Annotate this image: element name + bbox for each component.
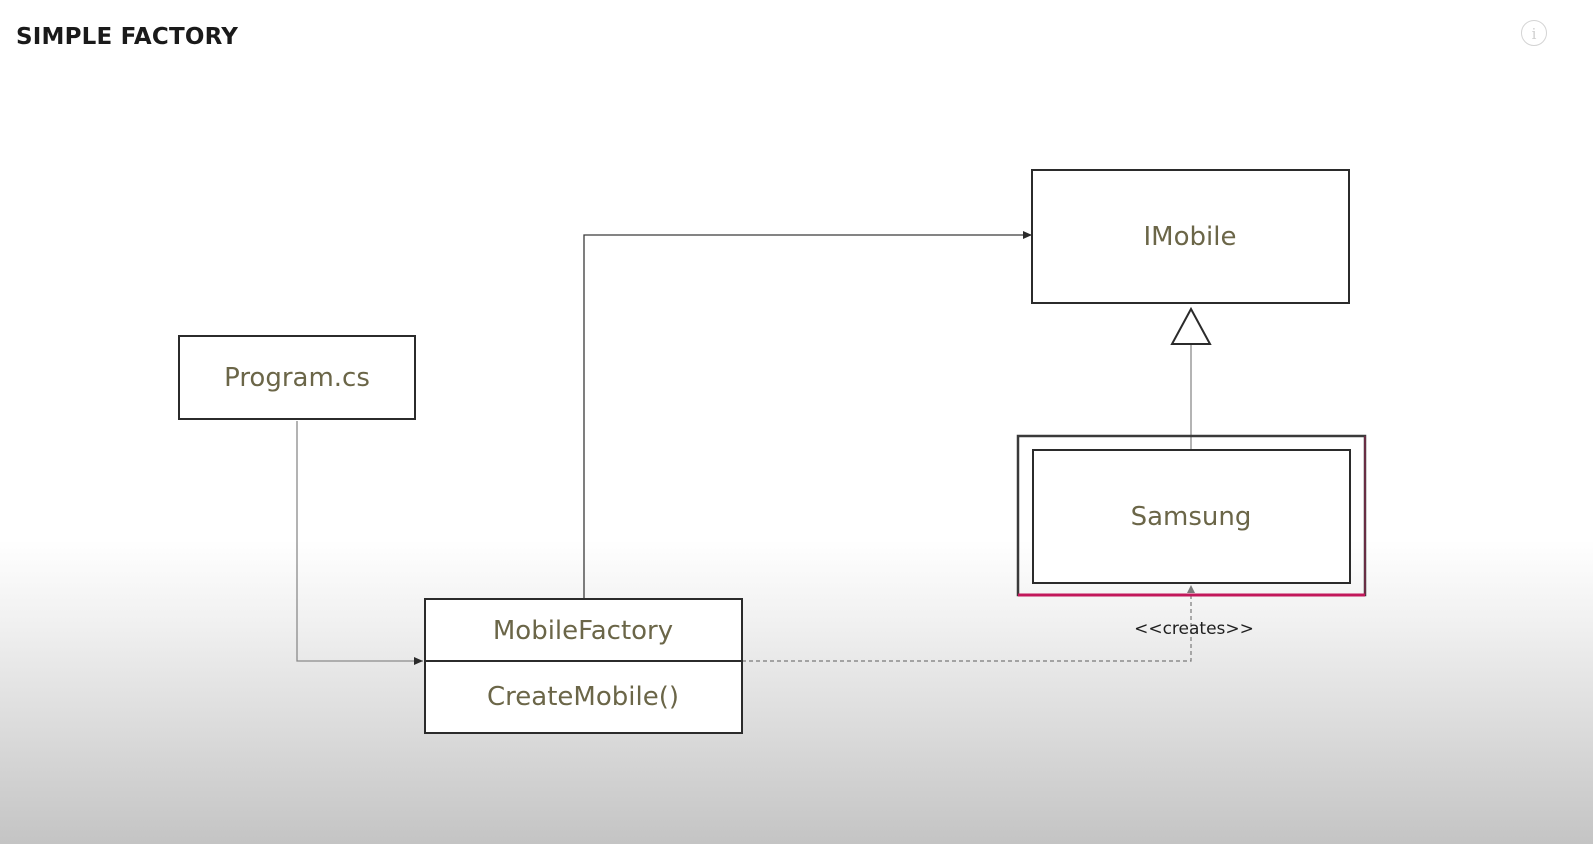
mobile-factory-node[interactable]: MobileFactory CreateMobile() [424,598,743,734]
program-to-factory-connector [296,421,423,665]
inheritance-connector [1170,306,1212,450]
factory-to-imobile-connector [583,231,1032,599]
inheritance-arrowhead [1170,306,1212,345]
creates-label: <<creates>> [1134,619,1254,639]
samsung-label: Samsung [1131,502,1252,532]
imobile-label: IMobile [1144,222,1237,252]
program-label: Program.cs [224,363,370,393]
program-node[interactable]: Program.cs [178,335,416,420]
samsung-highlight-frame [1016,434,1367,597]
info-icon[interactable]: i [1521,20,1547,46]
factory-name-label: MobileFactory [493,616,673,646]
imobile-node[interactable]: IMobile [1031,169,1350,304]
factory-method-label: CreateMobile() [487,682,679,712]
samsung-node[interactable]: Samsung [1032,449,1351,584]
creates-connector [742,585,1195,662]
page-title: SIMPLE FACTORY [16,24,239,50]
